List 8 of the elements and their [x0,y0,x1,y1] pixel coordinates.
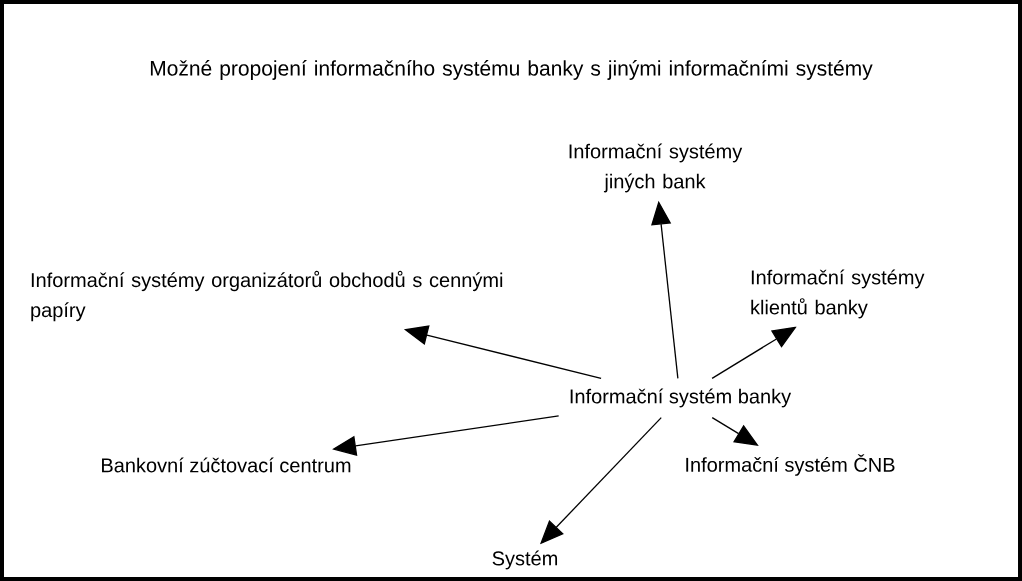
node-label: Informační systémy klientů banky [751,269,925,319]
node-label: Informační systém banky [570,388,792,408]
node-label: Systém [492,550,558,570]
node-label: Informační systém ČNB [686,454,895,476]
node-label: Informační systémy organizátorů obchodů s cennými papíry [31,270,503,322]
node-label: Bankovní zúčtovací centrum [102,457,351,473]
title: Možné propojení informačního systému banky s jinými informačními systémy [150,60,873,80]
node-label: Informační systémy jiných bank [569,143,743,193]
